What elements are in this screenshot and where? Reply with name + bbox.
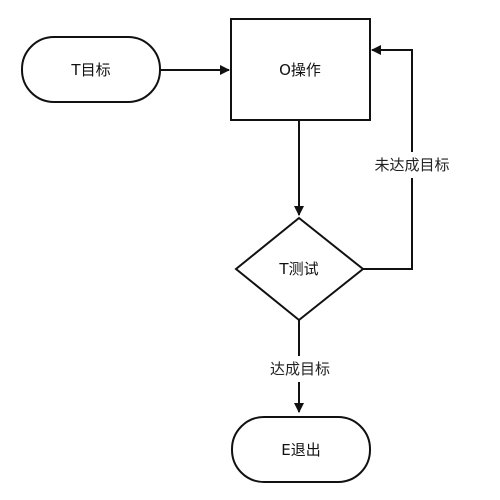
node-exit-label: E退出 <box>281 441 320 459</box>
edge-label-not-reached-text: 未达成目标 <box>374 156 449 174</box>
node-exit-shape <box>231 416 371 483</box>
edge-label-not-reached-bg <box>364 152 460 178</box>
node-operate: O操作 <box>230 18 371 121</box>
node-exit: E退出 <box>231 416 371 483</box>
node-target-shape <box>21 36 161 103</box>
edge-label-reached: 达成目标 <box>260 356 340 382</box>
node-target: T目标 <box>21 36 161 103</box>
node-test-shape <box>234 216 365 322</box>
node-target-label: T目标 <box>70 61 110 79</box>
node-operate-label: O操作 <box>279 61 321 79</box>
edge-label-reached-text: 达成目标 <box>270 360 330 378</box>
node-test: T测试 <box>234 216 365 322</box>
node-test-label: T测试 <box>278 260 318 278</box>
edge-label-not-reached: 未达成目标 <box>364 152 460 178</box>
edge-label-reached-bg <box>260 356 340 382</box>
node-operate-shape <box>230 18 371 121</box>
